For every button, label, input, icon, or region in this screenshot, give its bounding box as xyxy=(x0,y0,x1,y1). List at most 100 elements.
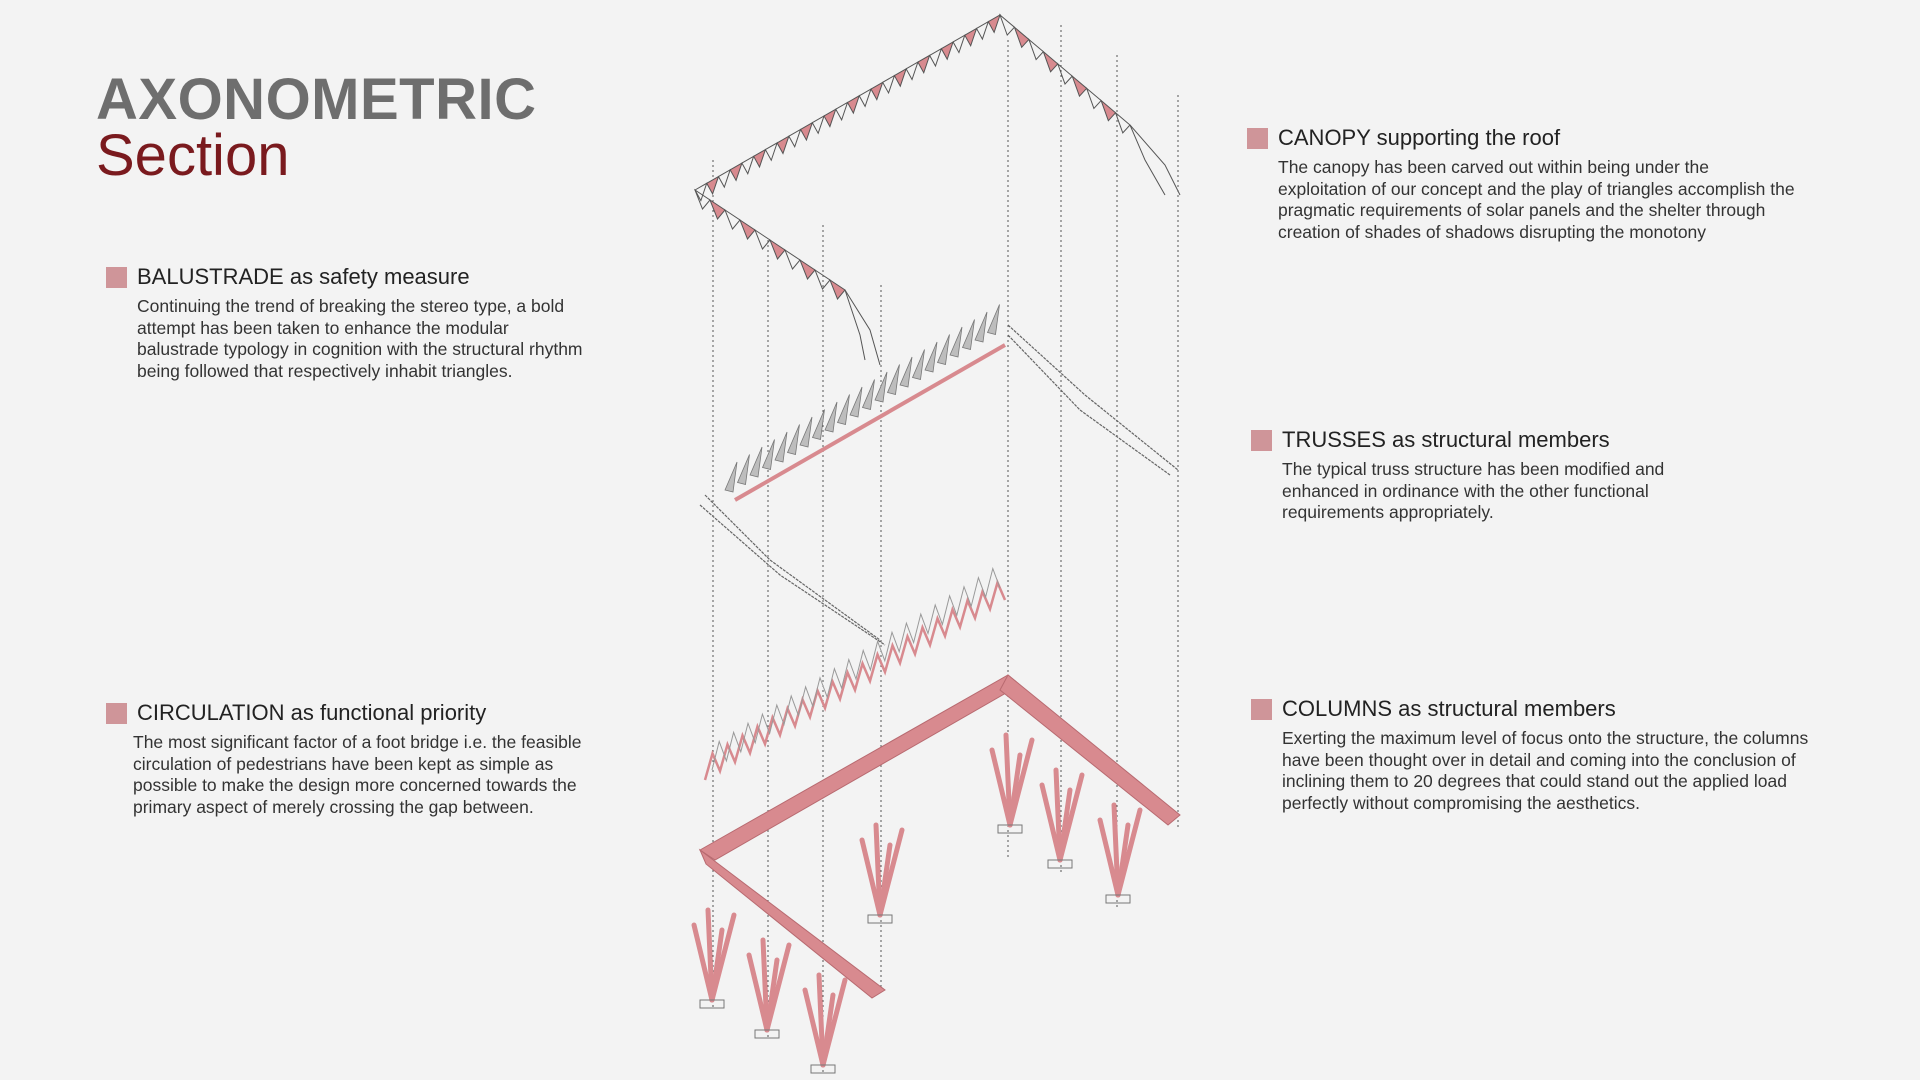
canopy-layer xyxy=(693,13,1181,366)
legend-swatch xyxy=(1247,127,1268,149)
canopy-panel xyxy=(1114,111,1131,134)
canopy-panel xyxy=(1085,86,1102,110)
balustrade-triangle xyxy=(811,409,825,440)
note-body: The canopy has been carved out within be… xyxy=(1278,157,1795,242)
balustrade-triangle xyxy=(986,304,1000,335)
canopy-panel xyxy=(1027,37,1045,61)
column-member xyxy=(1115,807,1143,898)
balustrade-triangle xyxy=(949,326,963,358)
note-title-rest: as safety measure xyxy=(283,264,470,289)
balustrade-triangle xyxy=(974,311,988,343)
canopy-panel xyxy=(738,218,756,240)
canopy-panel xyxy=(799,121,814,142)
note-header: CIRCULATION as functional priority xyxy=(106,700,566,726)
note-header: COLUMNS as structural members xyxy=(1251,696,1711,722)
balustrade-triangle xyxy=(786,424,800,455)
note-title-rest: as functional priority xyxy=(284,700,487,725)
canopy-panel xyxy=(1056,62,1073,85)
column-member xyxy=(709,912,737,1003)
canopy-panel xyxy=(928,47,943,68)
balustrade-triangle xyxy=(774,431,788,463)
truss-layer xyxy=(703,566,1007,781)
column-member xyxy=(1111,802,1121,898)
note-title: CANOPY supporting the roof xyxy=(1278,125,1560,151)
note-title: BALUSTRADE as safety measure xyxy=(137,264,470,290)
balustrade-rail xyxy=(704,494,881,641)
canopy-edge xyxy=(844,289,881,366)
canopy-edge xyxy=(844,289,866,361)
note-keyword: CIRCULATION xyxy=(137,700,285,725)
column-member xyxy=(764,942,792,1033)
canopy-panel xyxy=(882,74,896,95)
balustrade-triangle xyxy=(861,379,875,410)
note-keyword: TRUSSES xyxy=(1282,427,1386,452)
title-main: AXONOMETRIC xyxy=(96,67,537,132)
balustrade-rail xyxy=(1007,334,1171,476)
balustrade-triangle xyxy=(836,394,850,425)
canopy-panel xyxy=(917,54,931,74)
canopy-panel xyxy=(823,108,837,128)
column-member xyxy=(1057,772,1085,863)
balustrade-layer xyxy=(699,304,1179,646)
column-footing xyxy=(699,999,725,1009)
note-canopy: CANOPY supporting the roof The canopy ha… xyxy=(1247,125,1795,243)
note-title: TRUSSES as structural members xyxy=(1282,427,1610,453)
canopy-panel xyxy=(741,155,755,175)
column-member xyxy=(1007,737,1035,828)
canopy-panel xyxy=(693,188,711,210)
title-sub: Section xyxy=(96,123,290,188)
canopy-edge xyxy=(1129,124,1181,196)
canopy-panel xyxy=(768,238,786,260)
note-body: The typical truss structure has been mod… xyxy=(1282,459,1665,522)
balustrade-triangle xyxy=(799,416,813,448)
canopy-panel xyxy=(694,182,708,202)
column-footing xyxy=(810,1064,836,1074)
column-footing xyxy=(1047,859,1073,869)
canopy-panel xyxy=(952,34,966,54)
canopy-panel xyxy=(846,94,861,115)
note-keyword: BALUSTRADE xyxy=(137,264,284,289)
column-footing xyxy=(867,914,893,924)
canopy-panel xyxy=(752,148,767,169)
truss-chord xyxy=(711,566,1001,771)
canopy-panel xyxy=(729,161,743,182)
canopy-panel xyxy=(788,128,802,149)
note-body: Exerting the maximum level of focus onto… xyxy=(1282,728,1809,813)
column-footing xyxy=(997,824,1023,834)
column-member xyxy=(816,972,826,1068)
canopy-panel xyxy=(975,20,990,41)
column-member xyxy=(1053,767,1063,863)
canopy-panel xyxy=(776,135,790,155)
balustrade-triangle xyxy=(874,371,888,403)
balustrade-triangle xyxy=(924,341,938,373)
balustrade-triangle xyxy=(911,349,925,380)
balustrade-triangle xyxy=(936,334,950,365)
canopy-panel xyxy=(940,40,954,61)
canopy-panel xyxy=(717,168,732,189)
canopy-panel xyxy=(813,268,831,290)
canopy-panel xyxy=(1100,98,1117,122)
balustrade-triangle xyxy=(961,319,975,350)
canopy-panel xyxy=(1071,74,1088,98)
balustrade-triangle xyxy=(761,439,775,470)
canopy-panel xyxy=(987,13,1001,34)
canopy-panel xyxy=(998,13,1016,37)
canopy-panel xyxy=(764,141,779,162)
note-header: TRUSSES as structural members xyxy=(1251,427,1711,453)
note-title: CIRCULATION as functional priority xyxy=(137,700,486,726)
balustrade-triangle xyxy=(886,364,900,395)
canopy-panel xyxy=(870,81,884,101)
deck-slab xyxy=(999,674,1181,826)
balustrade-triangle xyxy=(736,454,750,485)
balustrade-triangle xyxy=(849,386,863,418)
canopy-panel xyxy=(706,175,720,196)
legend-swatch xyxy=(1251,698,1272,720)
truss-chord xyxy=(703,578,1007,781)
balustrade-rail xyxy=(1007,324,1179,471)
canopy-panel xyxy=(783,248,801,270)
canopy-panel xyxy=(828,278,846,300)
note-title-rest: supporting the roof xyxy=(1370,125,1561,150)
note-header: BALUSTRADE as safety measure xyxy=(106,264,566,290)
canopy-panel xyxy=(858,87,872,108)
canopy-panel xyxy=(753,228,771,250)
